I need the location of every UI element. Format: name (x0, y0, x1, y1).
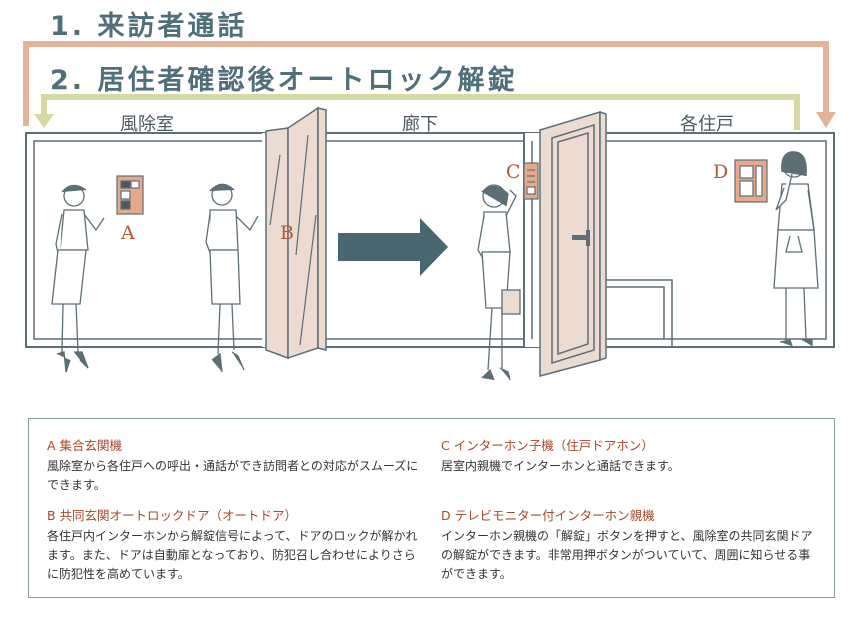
dwelling-front-door (539, 110, 607, 377)
step-2-flow-arrow (34, 94, 800, 130)
marker-a: A (121, 222, 135, 244)
legend-box: A 集合玄関機 風除室から各住戸への呼出・通話ができ訪問者との対応がスムーズにで… (28, 418, 835, 598)
visitor-figure-2 (205, 183, 259, 373)
visitor-figure-1 (51, 184, 105, 373)
legend-b-text: 各住戸内インターホンから解錠信号によって、ドアのロックが解かれます。また、ドアは… (47, 529, 418, 581)
step-2-heading: 2. 居住者確認後オートロック解錠 (50, 65, 518, 96)
resident-figure (773, 151, 819, 347)
legend-a-text: 風除室から各住戸への呼出・通話ができ訪問者との対応がスムーズにできます。 (47, 459, 419, 492)
dwelling-interior-wall (606, 279, 673, 347)
legend-c-text: 居室内親機でインターホンと通話できます。 (441, 459, 680, 473)
legend-a-title: A 集合玄関機 (47, 438, 123, 453)
step-1-flow-arrow (23, 41, 836, 128)
legend-c-title: C インターホン子機（住戸ドアホン） (441, 438, 654, 453)
legend-d-text: インターホン親機の「解錠」ボタンを押すと、風除室の共同玄関ドアの解錠ができます。… (441, 529, 813, 581)
room-label-corridor: 廊下 (402, 114, 438, 135)
room-label-dwelling: 各住戸 (680, 114, 734, 135)
door-intercom-device-c (523, 162, 539, 200)
movement-arrow (338, 218, 448, 276)
marker-c: C (506, 161, 521, 183)
room-label-vestibule: 風除室 (120, 114, 174, 135)
marker-b: B (280, 222, 294, 244)
monitor-intercom-device-d (734, 159, 768, 203)
marker-d: D (713, 161, 729, 183)
entrance-panel-device-a (116, 175, 144, 215)
step-1-heading: 1. 来訪者通話 (50, 11, 248, 42)
intercom-scene-diagram (23, 41, 836, 381)
legend-b-title: B 共同玄関オートロックドア（オートドア） (47, 508, 298, 523)
visitor-figure-3 (477, 184, 521, 381)
auto-door-b (265, 106, 327, 360)
room-outlines (25, 132, 835, 348)
legend-d-title: D テレビモニター付インターホン親機 (441, 508, 655, 523)
